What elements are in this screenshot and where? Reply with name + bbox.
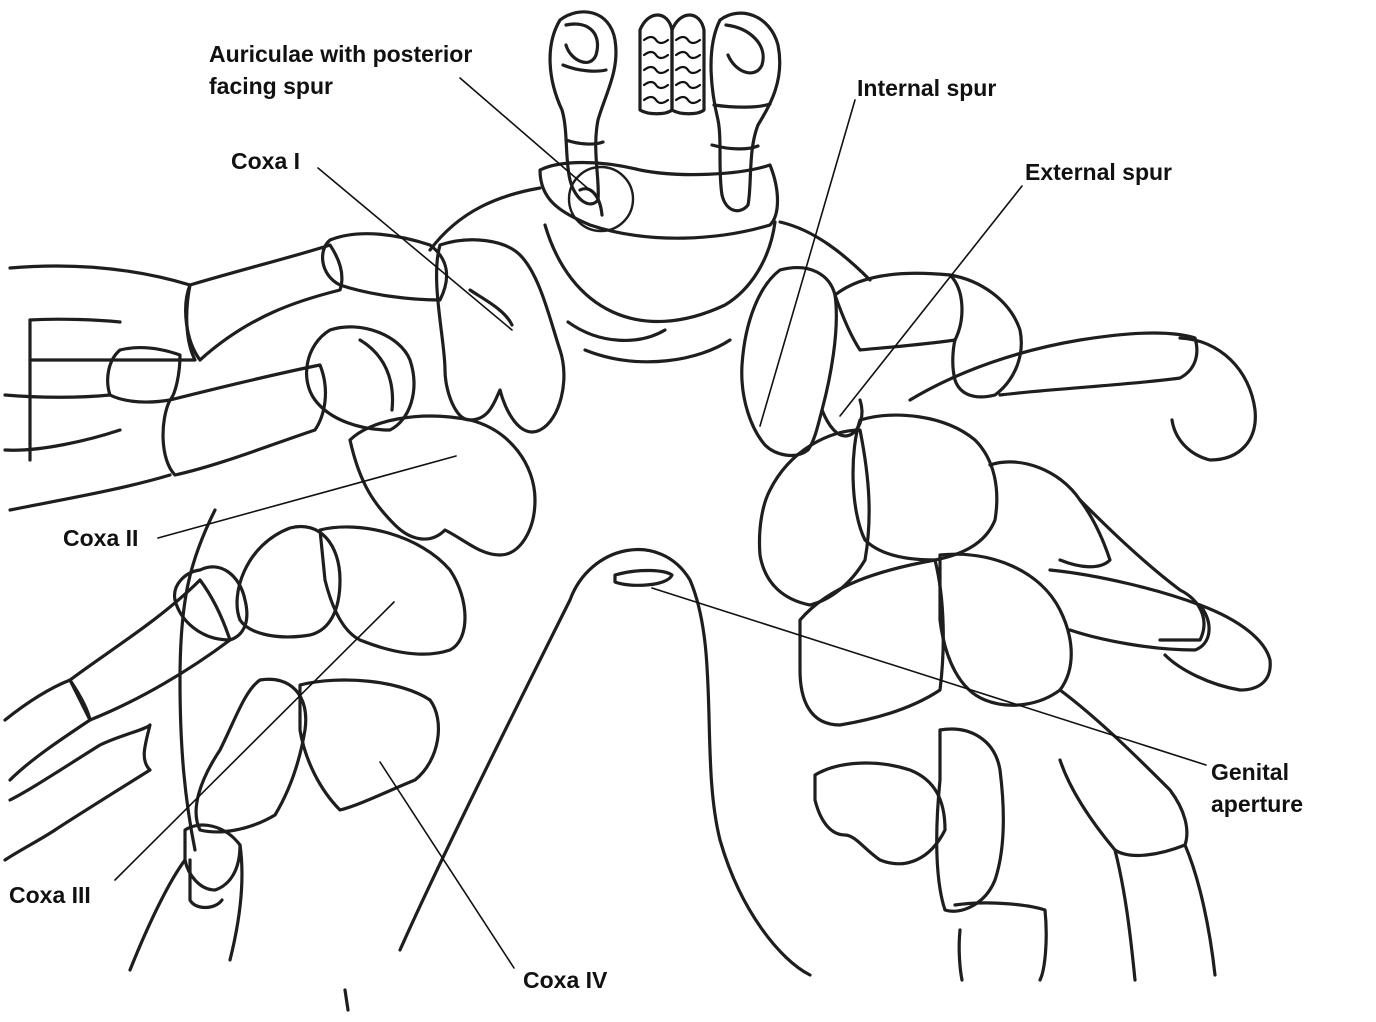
label-coxa-2: Coxa II <box>63 525 139 551</box>
body-outline <box>178 186 872 1012</box>
label-genital-line2: aperture <box>1211 791 1304 817</box>
leader-coxa-2 <box>157 455 457 539</box>
coxa-3 <box>318 525 467 656</box>
label-coxa-4: Coxa IV <box>523 967 608 993</box>
leader-genital-aperture <box>651 587 1207 766</box>
coxa-2 <box>348 414 537 557</box>
genital-aperture <box>613 568 674 587</box>
left-palp <box>548 10 618 206</box>
label-internal-spur: Internal spur <box>857 75 997 101</box>
leader-coxa-4 <box>379 761 515 969</box>
label-auriculae-line2: facing spur <box>209 73 333 99</box>
leader-coxa-1 <box>317 167 513 331</box>
auricula-circle <box>567 165 635 233</box>
label-auriculae-line1: Auriculae with posterior <box>209 41 473 67</box>
leader-coxa-3 <box>114 601 395 881</box>
leader-external-spur <box>839 185 1023 417</box>
coxa-4 <box>298 678 440 812</box>
coxa-1 <box>434 238 566 434</box>
label-genital-line1: Genital <box>1211 759 1289 785</box>
right-legs <box>740 266 1272 982</box>
right-palp <box>709 11 782 213</box>
label-external-spur: External spur <box>1025 159 1172 185</box>
label-coxa-3: Coxa III <box>9 882 91 908</box>
anal-groove <box>398 547 812 977</box>
basis-capituli <box>538 160 780 240</box>
label-auriculae: Auriculae with posterior facing spur <box>209 38 472 102</box>
leader-lines <box>114 77 1207 969</box>
label-coxa-1: Coxa I <box>231 148 301 174</box>
capitulum <box>538 10 782 240</box>
leader-internal-spur <box>759 99 856 427</box>
label-genital-aperture: Genital aperture <box>1211 756 1303 820</box>
leader-auriculae <box>459 77 593 193</box>
left-legs <box>3 232 566 972</box>
hypostome-right <box>670 13 706 116</box>
